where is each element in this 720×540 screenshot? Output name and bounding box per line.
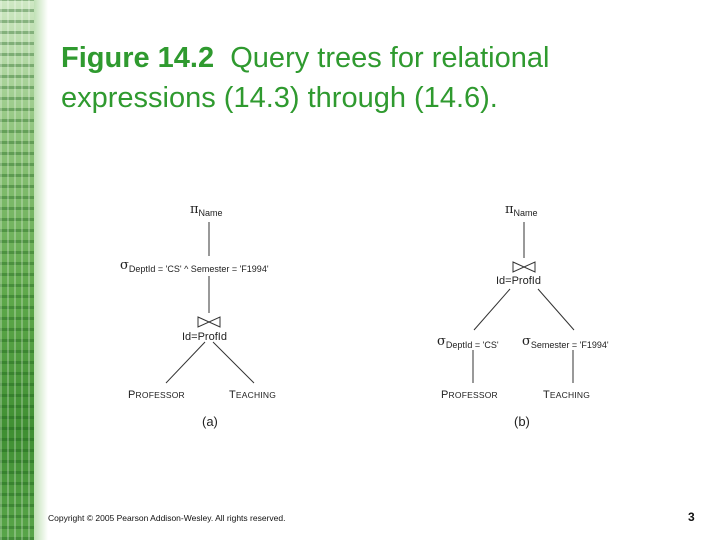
tree-b-relation-teaching: TEACHING (543, 388, 590, 402)
edge-a-join-teaching (213, 342, 254, 383)
copyright-footer: Copyright © 2005 Pearson Addison-Wesley.… (48, 513, 285, 523)
tree-b-relation-professor: PROFESSOR (441, 388, 498, 402)
join-icon (198, 317, 220, 327)
edge-b-join-right-select (538, 289, 574, 330)
tree-a-projection: πName (190, 203, 223, 217)
edge-a-join-professor (166, 342, 205, 383)
tree-a-relation-teaching: TEACHING (229, 388, 276, 402)
tree-b-right-selection: σSemester = 'F1994' (522, 335, 609, 349)
tree-b-join-condition: Id=ProfId (496, 274, 541, 288)
tree-a-selection: σDeptId = 'CS' ^ Semester = 'F1994' (120, 259, 269, 273)
join-icon (513, 262, 535, 272)
tree-b-caption: (b) (514, 414, 530, 429)
tree-b-projection: πName (505, 203, 538, 217)
tree-a-relation-professor: PROFESSOR (128, 388, 185, 402)
tree-b-left-selection: σDeptId = 'CS' (437, 335, 499, 349)
edge-b-join-left-select (474, 289, 510, 330)
tree-a-join-condition: Id=ProfId (182, 330, 227, 344)
tree-a-caption: (a) (202, 414, 218, 429)
page-number: 3 (688, 510, 695, 524)
